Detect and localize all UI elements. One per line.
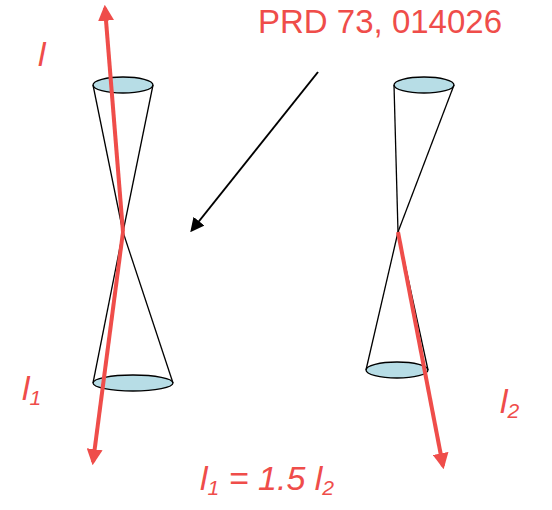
- pointer-arrow: [192, 72, 318, 230]
- cone-edge: [123, 232, 173, 383]
- cone-edge: [366, 232, 398, 370]
- ray-label: l: [38, 36, 46, 73]
- ratio-label: l1 = 1.5 l2: [200, 460, 334, 497]
- ray-label: l2: [500, 383, 519, 420]
- reference-label: PRD 73, 014026: [258, 4, 502, 40]
- ray-arrow: [105, 8, 123, 232]
- cone-edge: [394, 85, 398, 232]
- ray-arrow: [93, 232, 123, 462]
- cone-edge: [398, 85, 454, 232]
- ray-arrow: [398, 232, 443, 466]
- cone-top-ellipse: [93, 77, 153, 93]
- cone-edge: [123, 85, 153, 232]
- cone-bottom-ellipse: [366, 362, 428, 378]
- cone-top-ellipse: [394, 77, 454, 93]
- ray-label: l1: [22, 370, 41, 407]
